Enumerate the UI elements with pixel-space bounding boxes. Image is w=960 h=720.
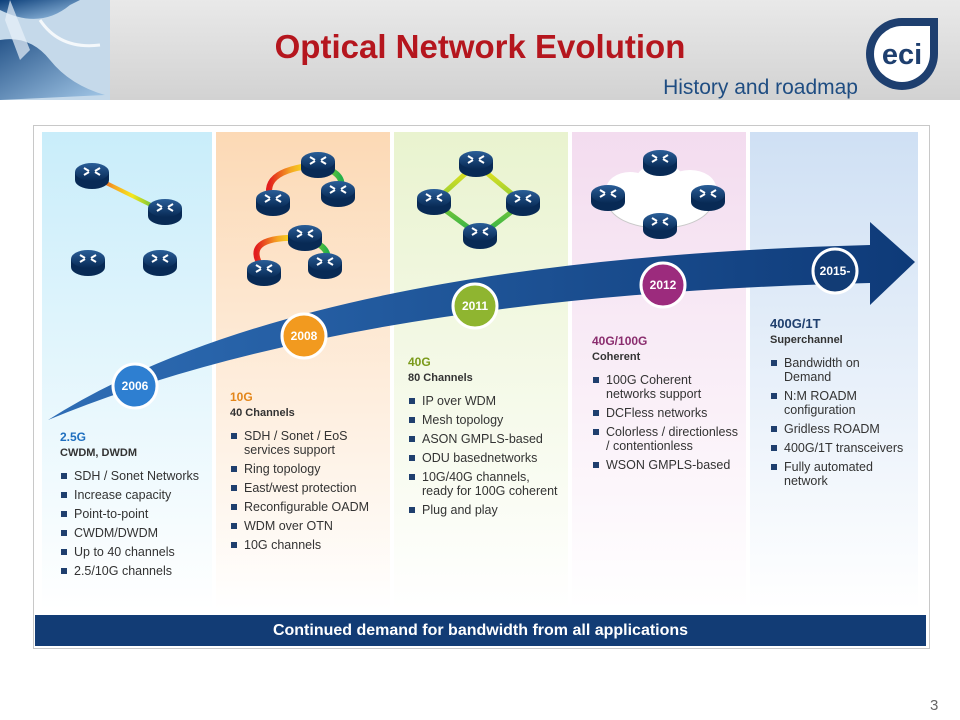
list-item: Increase capacity xyxy=(60,488,208,502)
logo-text: eci xyxy=(882,39,922,71)
year-2008-label: 2008 xyxy=(291,329,318,343)
list-item: Mesh topology xyxy=(408,413,560,427)
list-item: East/west protection xyxy=(230,481,380,495)
list-item: DCFless networks xyxy=(592,406,738,420)
era-subtitle: 40 Channels xyxy=(230,407,295,419)
router-icon xyxy=(458,150,494,178)
list-item: Gridless ROADM xyxy=(770,422,910,436)
list-item: Fully automated network xyxy=(770,460,910,488)
list-item: IP over WDM xyxy=(408,394,560,408)
feature-list: IP over WDM Mesh topology ASON GMPLS-bas… xyxy=(408,394,560,517)
router-icon xyxy=(74,162,110,190)
router-icon xyxy=(505,189,541,217)
list-item: Plug and play xyxy=(408,503,560,517)
list-item: 2.5/10G channels xyxy=(60,564,208,578)
year-2012-label: 2012 xyxy=(650,278,677,292)
bandwidth-banner: Continued demand for bandwidth from all … xyxy=(35,615,926,646)
router-icon xyxy=(255,189,291,217)
era-block-2012: 40G/100G Coherent 100G Coherent networks… xyxy=(592,334,738,477)
router-icon xyxy=(300,151,336,179)
router-icon xyxy=(416,188,452,216)
year-2006-label: 2006 xyxy=(122,379,149,393)
list-item: 10G channels xyxy=(230,538,380,552)
list-item: N:M ROADM configuration xyxy=(770,389,910,417)
router-icon xyxy=(320,180,356,208)
list-item: Ring topology xyxy=(230,462,380,476)
year-badge: 2008 xyxy=(280,312,328,360)
list-item: Point-to-point xyxy=(60,507,208,521)
era-block-2011: 40G 80 Channels IP over WDM Mesh topolog… xyxy=(408,355,560,522)
era-subtitle: Superchannel xyxy=(770,334,843,346)
page-number: 3 xyxy=(930,697,939,714)
router-icon xyxy=(307,252,343,280)
list-item: Reconfigurable OADM xyxy=(230,500,380,514)
era-subtitle: Coherent xyxy=(592,351,641,363)
router-icon xyxy=(690,184,726,212)
era-column-2008 xyxy=(216,132,390,610)
router-icon xyxy=(246,259,282,287)
era-rate: 2.5G xyxy=(60,430,87,444)
list-item: SDH / Sonet Networks xyxy=(60,469,208,483)
era-subtitle: 80 Channels xyxy=(408,372,473,384)
feature-list: Bandwidth on Demand N:M ROADM configurat… xyxy=(770,356,910,488)
router-icon xyxy=(642,212,678,240)
list-item: Up to 40 channels xyxy=(60,545,208,559)
year-2015-label: 2015- xyxy=(820,264,851,278)
feature-list: SDH / Sonet Networks Increase capacity P… xyxy=(60,469,208,578)
era-block-2015: 400G/1T Superchannel Bandwidth on Demand… xyxy=(770,316,910,493)
router-icon xyxy=(462,222,498,250)
router-icon xyxy=(642,149,678,177)
router-icon xyxy=(590,184,626,212)
page-subtitle: History and roadmap xyxy=(663,76,858,99)
era-block-2008: 10G 40 Channels SDH / Sonet / EoS servic… xyxy=(230,390,380,557)
list-item: Colorless / directionless / contentionle… xyxy=(592,425,738,453)
header-bar: Optical Network Evolution History and ro… xyxy=(0,0,960,100)
list-item: 400G/1T transceivers xyxy=(770,441,910,455)
router-icon xyxy=(147,198,183,226)
list-item: 100G Coherent networks support xyxy=(592,373,738,401)
era-rate: 400G/1T xyxy=(770,316,821,331)
eci-logo: eci xyxy=(866,18,938,90)
router-icon xyxy=(142,249,178,277)
list-item: SDH / Sonet / EoS services support xyxy=(230,429,380,457)
year-badge: 2011 xyxy=(451,282,499,330)
era-block-2006: 2.5G CWDM, DWDM SDH / Sonet Networks Inc… xyxy=(60,430,208,583)
era-subtitle: CWDM, DWDM xyxy=(60,447,137,459)
timeline-arrow xyxy=(48,222,915,420)
list-item: ODU basednetworks xyxy=(408,451,560,465)
router-icon xyxy=(287,224,323,252)
list-item: WDM over OTN xyxy=(230,519,380,533)
era-rate: 10G xyxy=(230,390,253,404)
year-badge: 2015- xyxy=(811,247,859,295)
list-item: 10G/40G channels, ready for 100G coheren… xyxy=(408,470,560,498)
feature-list: 100G Coherent networks support DCFless n… xyxy=(592,373,738,472)
year-badge: 2006 xyxy=(111,362,159,410)
list-item: Bandwidth on Demand xyxy=(770,356,910,384)
list-item: ASON GMPLS-based xyxy=(408,432,560,446)
era-rate: 40G xyxy=(408,355,431,369)
page-title: Optical Network Evolution xyxy=(274,28,686,65)
content-frame xyxy=(33,125,930,649)
feature-list: SDH / Sonet / EoS services support Ring … xyxy=(230,429,380,552)
era-column-2015 xyxy=(750,132,918,610)
decorative-corner-art xyxy=(0,0,110,100)
year-2011-label: 2011 xyxy=(462,299,488,313)
list-item: CWDM/DWDM xyxy=(60,526,208,540)
router-icon xyxy=(70,249,106,277)
year-badge: 2012 xyxy=(639,261,687,309)
list-item: WSON GMPLS-based xyxy=(592,458,738,472)
era-rate: 40G/100G xyxy=(592,334,648,348)
